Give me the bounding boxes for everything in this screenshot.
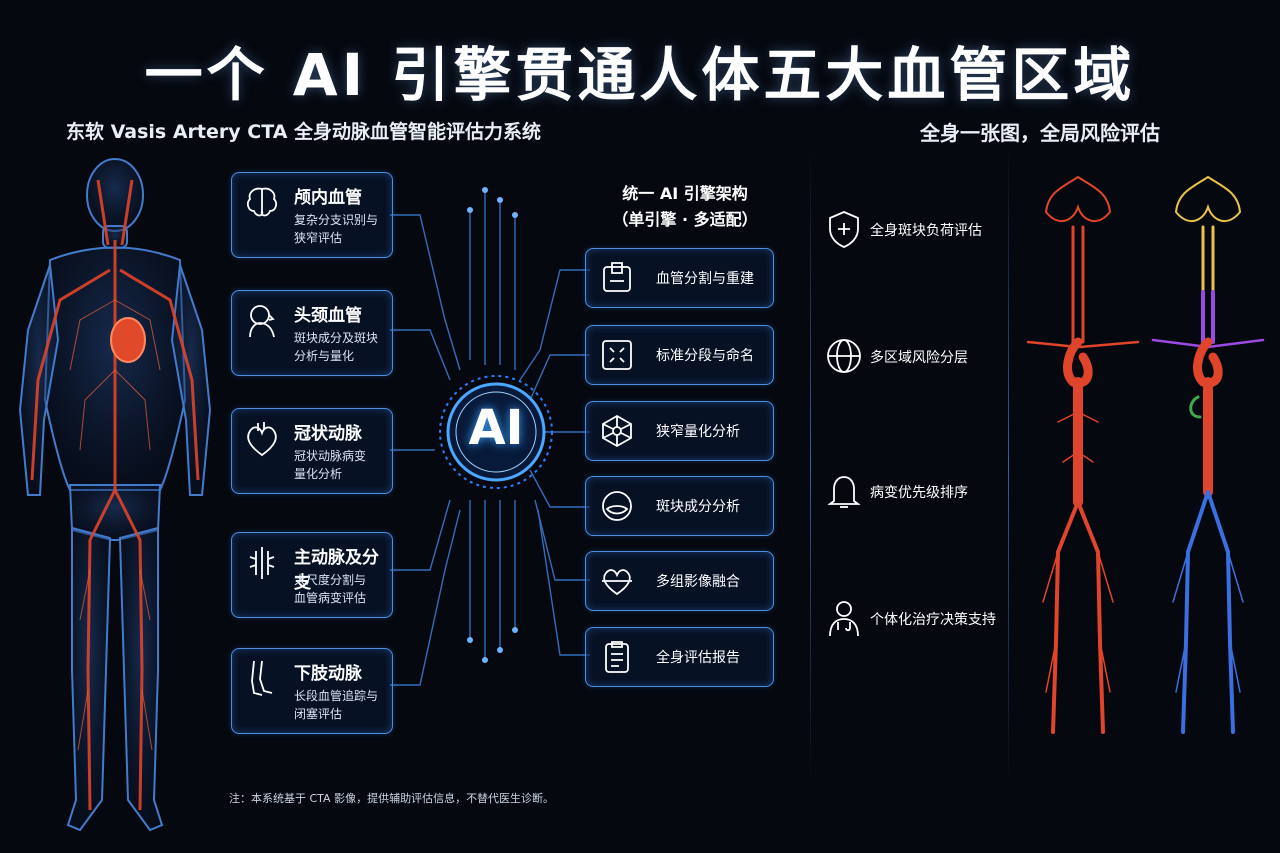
feature-item: 全身斑块负荷评估 [824, 209, 1004, 251]
fusion-heart-icon [602, 569, 632, 596]
arterial-tree-illustrations [1026, 176, 1265, 734]
ai-core-ring [439, 375, 553, 489]
feature-item: 病变优先级排序 [824, 471, 1004, 513]
arterial-tree-red [1026, 176, 1140, 734]
capability-label: 斑块成分分析 [656, 499, 740, 515]
region-title: 冠状动脉 [294, 424, 362, 444]
capability-card: 狭窄量化分析 [585, 401, 774, 461]
region-desc: 血管病变评估 [294, 591, 367, 605]
region-desc: 大尺度分割与 [294, 573, 367, 587]
legs-icon [251, 660, 273, 696]
region-desc: 复杂分支识别与 [294, 213, 379, 227]
globe-icon [827, 339, 861, 373]
capability-card: 斑块成分分析 [585, 476, 774, 536]
region-title: 颅内血管 [294, 188, 362, 208]
capability-card: 血管分割与重建 [585, 248, 774, 308]
aorta-icon [249, 547, 275, 579]
region-desc: 长段血管追踪与 [294, 689, 379, 703]
capability-label: 标准分段与命名 [656, 348, 754, 364]
feature-label: 病变优先级排序 [870, 485, 968, 501]
region-desc: 狭窄评估 [294, 231, 343, 245]
capability-label: 多组影像融合 [656, 574, 740, 590]
bell-icon [827, 476, 861, 508]
arterial-tree-multicolor [1151, 176, 1265, 734]
circuit-lines [390, 187, 590, 686]
heart-organ [110, 317, 146, 363]
region-card-lower-limb: 下肢动脉 长段血管追踪与 闭塞评估 [231, 648, 393, 734]
human-body-illustration [18, 158, 212, 832]
region-desc: 量化分析 [294, 467, 343, 481]
region-desc: 闭塞评估 [294, 707, 343, 721]
architecture-subtitle: （单引擎 · 多适配） [612, 210, 758, 229]
doctor-icon [829, 601, 859, 637]
feature-label: 多区域风险分层 [870, 350, 968, 366]
network-icon [602, 414, 632, 448]
divider [810, 145, 811, 785]
region-card-intracranial: 颅内血管 复杂分支识别与 狭窄评估 [231, 172, 393, 258]
region-desc: 分析与量化 [294, 349, 355, 363]
region-desc: 斑块成分及斑块 [294, 331, 379, 345]
region-title: 下肢动脉 [294, 664, 362, 684]
region-card-coronary: 冠状动脉 冠状动脉病变 量化分析 [231, 408, 393, 494]
region-desc: 冠状动脉病变 [294, 449, 367, 463]
region-card-head-neck: 头颈血管 斑块成分及斑块 分析与量化 [231, 290, 393, 376]
report-icon [605, 641, 629, 673]
region-title: 主动脉及分支 [294, 548, 379, 593]
brain-icon [247, 187, 277, 217]
plaque-icon [602, 491, 632, 521]
ai-core-label: AI [468, 400, 524, 456]
head-profile-icon [249, 305, 275, 338]
capability-label: 血管分割与重建 [656, 271, 754, 287]
feature-label: 个体化治疗决策支持 [870, 612, 996, 628]
segmentation-icon [603, 262, 631, 292]
capability-label: 全身评估报告 [656, 650, 740, 666]
region-title: 头颈血管 [294, 306, 362, 326]
feature-label: 全身斑块负荷评估 [870, 223, 982, 239]
slogan-subtitle: 全身一张图，全局风险评估 [920, 121, 1160, 145]
page-title: 一个 AI 引擎贯通人体五大血管区域 [144, 41, 1136, 109]
feature-item: 个体化治疗决策支持 [824, 598, 1004, 640]
heart-icon [247, 422, 277, 457]
capability-card: 多组影像融合 [585, 551, 774, 611]
architecture-title: 统一 AI 引擎架构 [622, 184, 748, 203]
product-subtitle: 东软 Vasis Artery CTA 全身动脉血管智能评估力系统 [66, 121, 542, 143]
capability-card: 标准分段与命名 [585, 325, 774, 385]
region-card-aorta: 主动脉及分支 大尺度分割与 血管病变评估 [231, 532, 393, 618]
shield-plus-icon [829, 211, 859, 248]
disclaimer-note: 注：本系统基于 CTA 影像，提供辅助评估信息，不替代医生诊断。 [229, 792, 555, 805]
capability-card: 全身评估报告 [585, 627, 774, 687]
divider [1008, 145, 1009, 785]
naming-icon [602, 340, 632, 370]
capability-label: 狭窄量化分析 [656, 424, 740, 440]
feature-item: 多区域风险分层 [824, 336, 1004, 378]
